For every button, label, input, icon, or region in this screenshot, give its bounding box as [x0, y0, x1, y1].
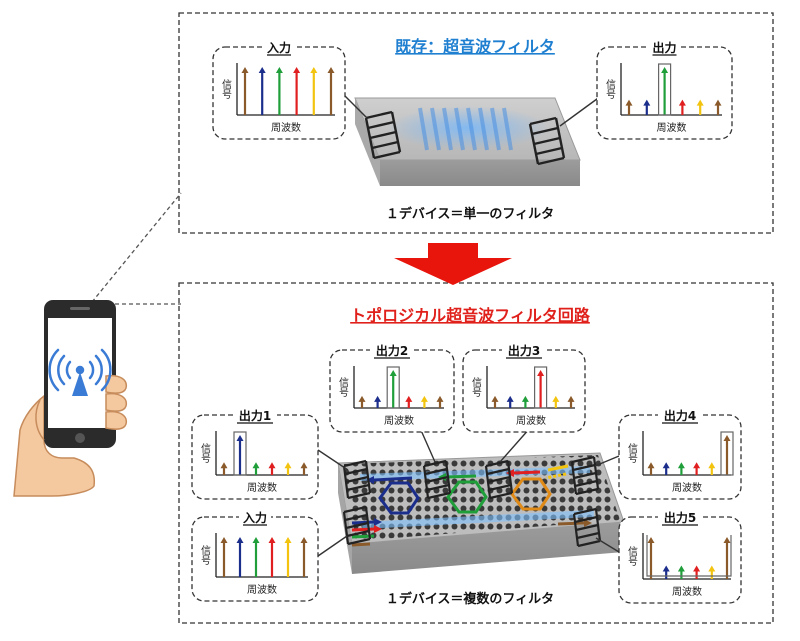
box-label: 入力	[243, 510, 267, 525]
x-axis-label: 周波数	[271, 121, 301, 134]
top-section-title: 既存：超音波フィルタ	[395, 37, 555, 56]
spectrum-arrowhead	[252, 462, 260, 469]
spectrum-arrowhead	[284, 462, 292, 469]
box-label: 出力4	[664, 408, 696, 423]
x-axis-label: 周波数	[516, 414, 546, 427]
passband-window	[720, 431, 734, 476]
y-axis-label: 信号	[470, 377, 482, 398]
spectrum-arrowhead	[677, 462, 685, 469]
spectrum-arrowhead	[275, 67, 283, 73]
spectrum-arrowhead	[714, 99, 722, 106]
spectrum-arrowhead	[696, 99, 704, 106]
spectrum-arrowhead	[723, 435, 731, 441]
spectrum-arrowhead	[708, 462, 716, 469]
spectrum-arrowhead	[300, 462, 308, 469]
spectrum-arrowhead	[693, 462, 701, 469]
spectrum-arrowhead	[236, 537, 244, 543]
spectrum-arrowhead	[293, 67, 301, 73]
spectrum-arrowhead	[661, 67, 669, 73]
y-axis-label: 信号	[626, 546, 638, 567]
spectrum-arrowhead	[310, 67, 318, 73]
top-section-frame	[178, 12, 774, 234]
spectrum-arrowhead	[268, 462, 276, 469]
y-axis-label: 信号	[220, 79, 232, 100]
bottom-section-title: トポロジカル超音波フィルタ回路	[350, 306, 591, 325]
top-section-caption: １デバイス＝単一のフィルタ	[386, 206, 554, 222]
x-axis-label: 周波数	[672, 585, 702, 598]
spectrum-arrowhead	[693, 565, 701, 572]
box-label: 出力3	[508, 343, 540, 358]
spectrum-arrowhead	[405, 395, 413, 402]
wifi-signal-icon	[48, 348, 112, 396]
y-axis-label: 信号	[199, 545, 211, 566]
y-axis-label: 信号	[626, 443, 638, 464]
x-axis-label: 周波数	[247, 481, 277, 494]
passband-window	[646, 535, 732, 577]
box-label: 入力	[267, 40, 291, 55]
spectrum-arrowhead	[491, 395, 499, 402]
spectrum-arrowhead	[436, 395, 444, 402]
spectrum-arrowhead	[537, 370, 545, 376]
spectrum-arrowhead	[647, 537, 655, 543]
x-axis-label: 周波数	[384, 414, 414, 427]
spectrum-arrowhead	[723, 537, 731, 543]
bottom-section-frame	[178, 282, 774, 624]
spectrum-arrowhead	[236, 435, 244, 441]
spectrum-arrowhead	[506, 395, 514, 402]
box-label: 出力	[652, 40, 676, 55]
box-label: 出力5	[664, 510, 696, 525]
y-axis-label: 信号	[337, 377, 349, 398]
spectrum-arrowhead	[420, 395, 428, 402]
spectrum-arrowhead	[258, 67, 266, 73]
spectrum-arrowhead	[567, 395, 575, 402]
x-axis-label: 周波数	[672, 481, 702, 494]
spectrum-arrowhead	[268, 537, 276, 543]
x-axis-label: 周波数	[657, 121, 687, 134]
spectrum-arrowhead	[678, 99, 686, 106]
spectrum-arrowhead	[358, 395, 366, 402]
spectrum-arrowhead	[643, 99, 651, 106]
down-arrow-icon	[394, 243, 512, 285]
y-axis-label: 信号	[199, 443, 211, 464]
spectrum-arrowhead	[220, 462, 228, 469]
spectrum-arrowhead	[647, 462, 655, 469]
passband-window	[386, 366, 400, 409]
passband-window	[533, 366, 548, 409]
spectrum-arrowhead	[708, 565, 716, 572]
spectrum-arrowhead	[662, 462, 670, 469]
phone-hand-icon	[13, 300, 128, 497]
spectrum-arrowhead	[662, 565, 670, 572]
spectrum-arrowhead	[374, 395, 382, 402]
spectrum-arrowhead	[220, 537, 228, 543]
spectrum-arrowhead	[552, 395, 560, 402]
passband-window	[657, 63, 672, 116]
box-label: 出力2	[376, 343, 408, 358]
spectrum-arrowhead	[625, 99, 633, 106]
spectrum-arrowhead	[677, 565, 685, 572]
box-label: 出力1	[239, 408, 271, 423]
spectrum-arrowhead	[300, 537, 308, 543]
saw-filter-device	[344, 95, 602, 186]
spectrum-arrowhead	[327, 67, 335, 73]
passband-window	[233, 431, 247, 476]
spectrum-arrowhead	[284, 537, 292, 543]
x-axis-label: 周波数	[247, 583, 277, 596]
y-axis-label: 信号	[604, 79, 616, 100]
bottom-section-caption: １デバイス＝複数のフィルタ	[386, 591, 554, 607]
spectrum-arrowhead	[521, 395, 529, 402]
spectrum-arrowhead	[241, 67, 249, 73]
topological-device	[317, 427, 625, 574]
spectrum-arrowhead	[252, 537, 260, 543]
phone-connector-top	[91, 192, 182, 303]
spectrum-arrowhead	[389, 370, 397, 376]
